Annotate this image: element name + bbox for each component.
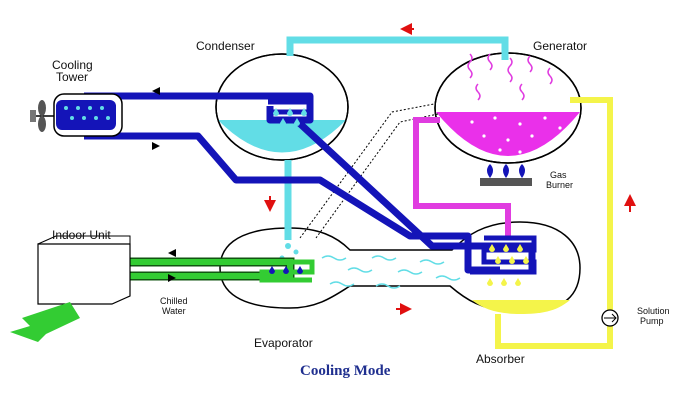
indoor-unit xyxy=(37,235,131,305)
evaporator-label: Evaporator xyxy=(254,336,313,350)
refrigerant-pipe xyxy=(284,36,509,240)
cooling-tower xyxy=(53,93,123,137)
gas-burner-label-line2: Burner xyxy=(546,180,573,190)
absorber-label: Absorber xyxy=(476,352,525,366)
chilled-water-label-line1: Chilled xyxy=(160,296,188,306)
weak-solution-pipe xyxy=(495,97,613,349)
fan-icon xyxy=(30,100,54,132)
dotted-lines xyxy=(299,103,439,239)
cooling-water-drops xyxy=(273,108,307,126)
gas-burner xyxy=(480,164,532,186)
solution-pump-label-line1: Solution xyxy=(637,306,670,316)
generator-label: Generator xyxy=(533,39,587,53)
flow-arrows xyxy=(152,87,176,282)
condenser-vessel xyxy=(215,53,349,161)
cooling-tower-label-line1: Cooling xyxy=(52,58,93,72)
solution-pump-icon xyxy=(601,309,619,327)
indoor-unit-label: Indoor Unit xyxy=(52,228,111,242)
generator-vessel xyxy=(434,52,582,164)
solution-pump-label-line2: Pump xyxy=(640,316,664,326)
strong-solution-pipe xyxy=(413,117,511,236)
cooling-tower-label-line2: Tower xyxy=(56,70,88,84)
evaporator-coil xyxy=(259,259,315,283)
gas-burner-label-line1: Gas xyxy=(550,170,567,180)
airflow-arrow-icon xyxy=(10,302,80,342)
absorber-drops xyxy=(487,244,529,286)
diagram-title: Cooling Mode xyxy=(300,363,391,379)
chilled-water-label-line2: Water xyxy=(162,306,186,316)
red-arrows xyxy=(264,23,636,315)
condenser-label: Condenser xyxy=(196,39,255,53)
